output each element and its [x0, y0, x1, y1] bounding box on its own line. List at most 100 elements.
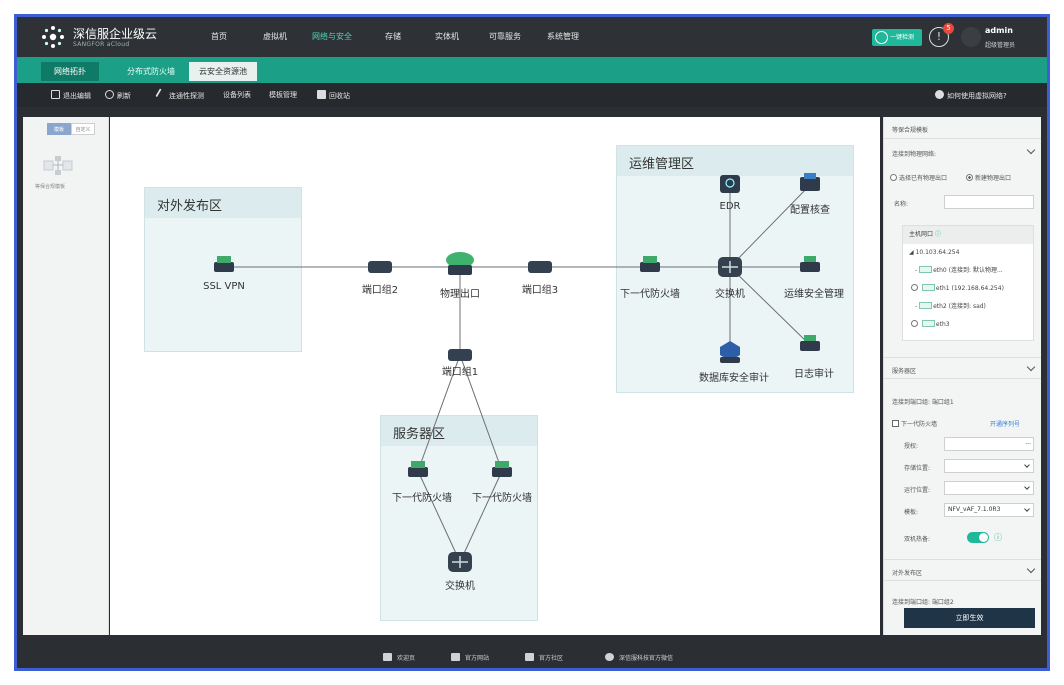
footer-community-label: 官方社区	[539, 655, 564, 662]
switch-ops-icon[interactable]	[718, 257, 742, 277]
footer-community-link[interactable]: 官方社区	[525, 653, 563, 662]
node-label-ops-security: 运维安全管理	[784, 289, 844, 300]
ops-security-device-icon[interactable]	[800, 256, 820, 272]
tab-topology[interactable]: 网络拓扑	[41, 62, 99, 81]
radio-icon	[890, 174, 897, 181]
server-zone-section[interactable]: 服务器区	[884, 357, 1041, 379]
welcome-icon	[383, 653, 392, 661]
db-audit-device-icon[interactable]	[720, 341, 740, 363]
connectivity-button[interactable]: 连通性探测	[155, 88, 204, 101]
avatar[interactable]	[961, 27, 981, 47]
port-group1-icon[interactable]	[448, 349, 472, 361]
tab-cloud-security-pool[interactable]: 云安全资源池	[189, 62, 257, 81]
device-list-label: 设备列表	[223, 91, 251, 99]
ngfw-checkbox[interactable]: 下一代防火墙	[892, 419, 937, 428]
port-name: eth0	[933, 267, 947, 274]
log-audit-device-icon[interactable]	[800, 335, 820, 351]
exit-edit-button[interactable]: 退出编辑	[51, 90, 91, 101]
nav-network-security[interactable]: 网络与安全	[312, 32, 352, 41]
name-input[interactable]	[944, 195, 1034, 209]
tab-distributed-firewall[interactable]: 分布式防火墙	[127, 67, 175, 76]
radio-icon[interactable]	[911, 284, 918, 291]
chevron-down-icon[interactable]	[1026, 145, 1036, 155]
help-link[interactable]: 如何使用虚拟网络?	[935, 90, 1007, 101]
host-ip-row[interactable]: ◢ 10.103.64.254	[909, 249, 960, 256]
zone-title: 对外发布区	[157, 199, 223, 214]
port-desc: (连接到: sad)	[948, 303, 986, 310]
apply-now-button[interactable]: 立即生效	[904, 608, 1035, 628]
external-zone-section[interactable]: 对外发布区	[884, 559, 1041, 581]
port-icon	[919, 266, 933, 273]
refresh-button[interactable]: 刷新	[105, 90, 131, 101]
chevron-down-icon[interactable]	[1026, 362, 1036, 372]
recycle-button[interactable]: 回收站	[317, 90, 350, 101]
more-icon[interactable]: ···	[1025, 441, 1031, 448]
node-label-port-group2: 端口组2	[361, 285, 399, 296]
port-row-eth2[interactable]: - eth2 (连接到: sad)	[915, 302, 986, 310]
radio-existing-exit[interactable]: 选择已有物理出口	[890, 173, 947, 182]
port-row-eth3[interactable]: eth3	[903, 316, 1033, 334]
tab-template[interactable]: 模板	[47, 123, 71, 135]
zone-header	[617, 146, 853, 176]
port-row-eth0[interactable]: - eth0 (连接到: 默认物理...	[915, 266, 1003, 274]
ssl-vpn-device-icon[interactable]	[214, 256, 234, 272]
connect-phys-section[interactable]: 连接到物理网络:	[884, 141, 1041, 163]
device-list-button[interactable]: 设备列表	[223, 90, 251, 100]
footer-official-site-link[interactable]: 官方网站	[451, 653, 489, 662]
nav-physical[interactable]: 实体机	[435, 32, 459, 41]
ha-toggle[interactable]	[967, 532, 989, 543]
physical-exit-cloud-icon[interactable]	[446, 252, 474, 275]
storage-select[interactable]	[944, 459, 1034, 473]
run-location-select[interactable]	[944, 481, 1034, 495]
info-icon: ⓘ	[934, 231, 941, 238]
one-click-check-label: 一键检测	[890, 34, 915, 41]
port-group2-icon[interactable]	[368, 261, 392, 273]
config-check-device-icon[interactable]	[800, 173, 820, 191]
port-icon	[921, 320, 935, 327]
topology-canvas[interactable]: 对外发布区 运维管理区 服务器区	[110, 117, 880, 635]
footer-official-site-label: 官方网站	[465, 655, 490, 662]
nav-system[interactable]: 系统管理	[547, 32, 579, 41]
exit-edit-label: 退出编辑	[63, 92, 91, 100]
chevron-down-icon[interactable]	[1026, 564, 1036, 574]
ngfw-server2-device-icon[interactable]	[492, 461, 512, 477]
nav-storage[interactable]: 存储	[385, 32, 401, 41]
footer-bar: 欢迎页 官方网站 官方社区 深信服科技官方微信	[17, 643, 1047, 668]
nav-home[interactable]: 首页	[211, 32, 227, 41]
auth-input[interactable]: ···	[944, 437, 1034, 451]
name-label: 名称:	[894, 201, 909, 208]
port-row-eth1[interactable]: eth1 (192.168.64.254)	[903, 280, 1033, 298]
node-label-physical-exit: 物理出口	[440, 289, 480, 300]
zone-server[interactable]: 服务器区	[380, 415, 538, 621]
template-label: 等保合规模板	[35, 184, 66, 190]
edr-device-icon[interactable]	[720, 175, 740, 193]
switch-server-icon[interactable]	[448, 552, 472, 572]
port-group3-icon[interactable]	[528, 261, 552, 273]
check-icon	[875, 31, 888, 44]
radio-existing-label: 选择已有物理出口	[899, 175, 948, 182]
footer-welcome-link[interactable]: 欢迎页	[383, 653, 415, 662]
ngfw-ops-device-icon[interactable]	[640, 256, 660, 272]
user-name[interactable]: admin	[985, 26, 1013, 35]
footer-wechat-link[interactable]: 深信服科技官方微信	[605, 653, 673, 662]
brand-subtitle: SANGFOR aCloud	[73, 41, 130, 48]
alert-icon[interactable]: !	[929, 27, 949, 47]
footer-welcome-label: 欢迎页	[397, 655, 416, 662]
checkbox-icon[interactable]	[892, 420, 899, 427]
radio-icon[interactable]	[911, 320, 918, 327]
nav-vm[interactable]: 虚拟机	[263, 32, 287, 41]
radio-new-exit[interactable]: 新建物理出口	[966, 173, 1011, 182]
template-mgmt-button[interactable]: 模板管理	[269, 90, 297, 100]
template-thumbnail-icon[interactable]	[43, 155, 73, 177]
ngfw-server1-device-icon[interactable]	[408, 461, 428, 477]
tab-custom[interactable]: 自定义	[71, 123, 95, 135]
brand-name: 深信服企业级云	[73, 27, 158, 41]
radio-selected-icon	[966, 174, 973, 181]
nav-reliability[interactable]: 可靠服务	[489, 32, 521, 41]
pen-icon	[155, 88, 168, 101]
run-label: 运行位置:	[904, 487, 931, 494]
enable-serial-link[interactable]: 开通序列号	[990, 421, 1021, 428]
host-port-tree: 主机网口 ⓘ ◢ 10.103.64.254 - eth0 (连接到: 默认物理…	[902, 225, 1034, 341]
image-select[interactable]: NFV_vAF_7.1.0R3	[944, 503, 1034, 517]
one-click-check-button[interactable]: 一键检测	[872, 29, 922, 46]
